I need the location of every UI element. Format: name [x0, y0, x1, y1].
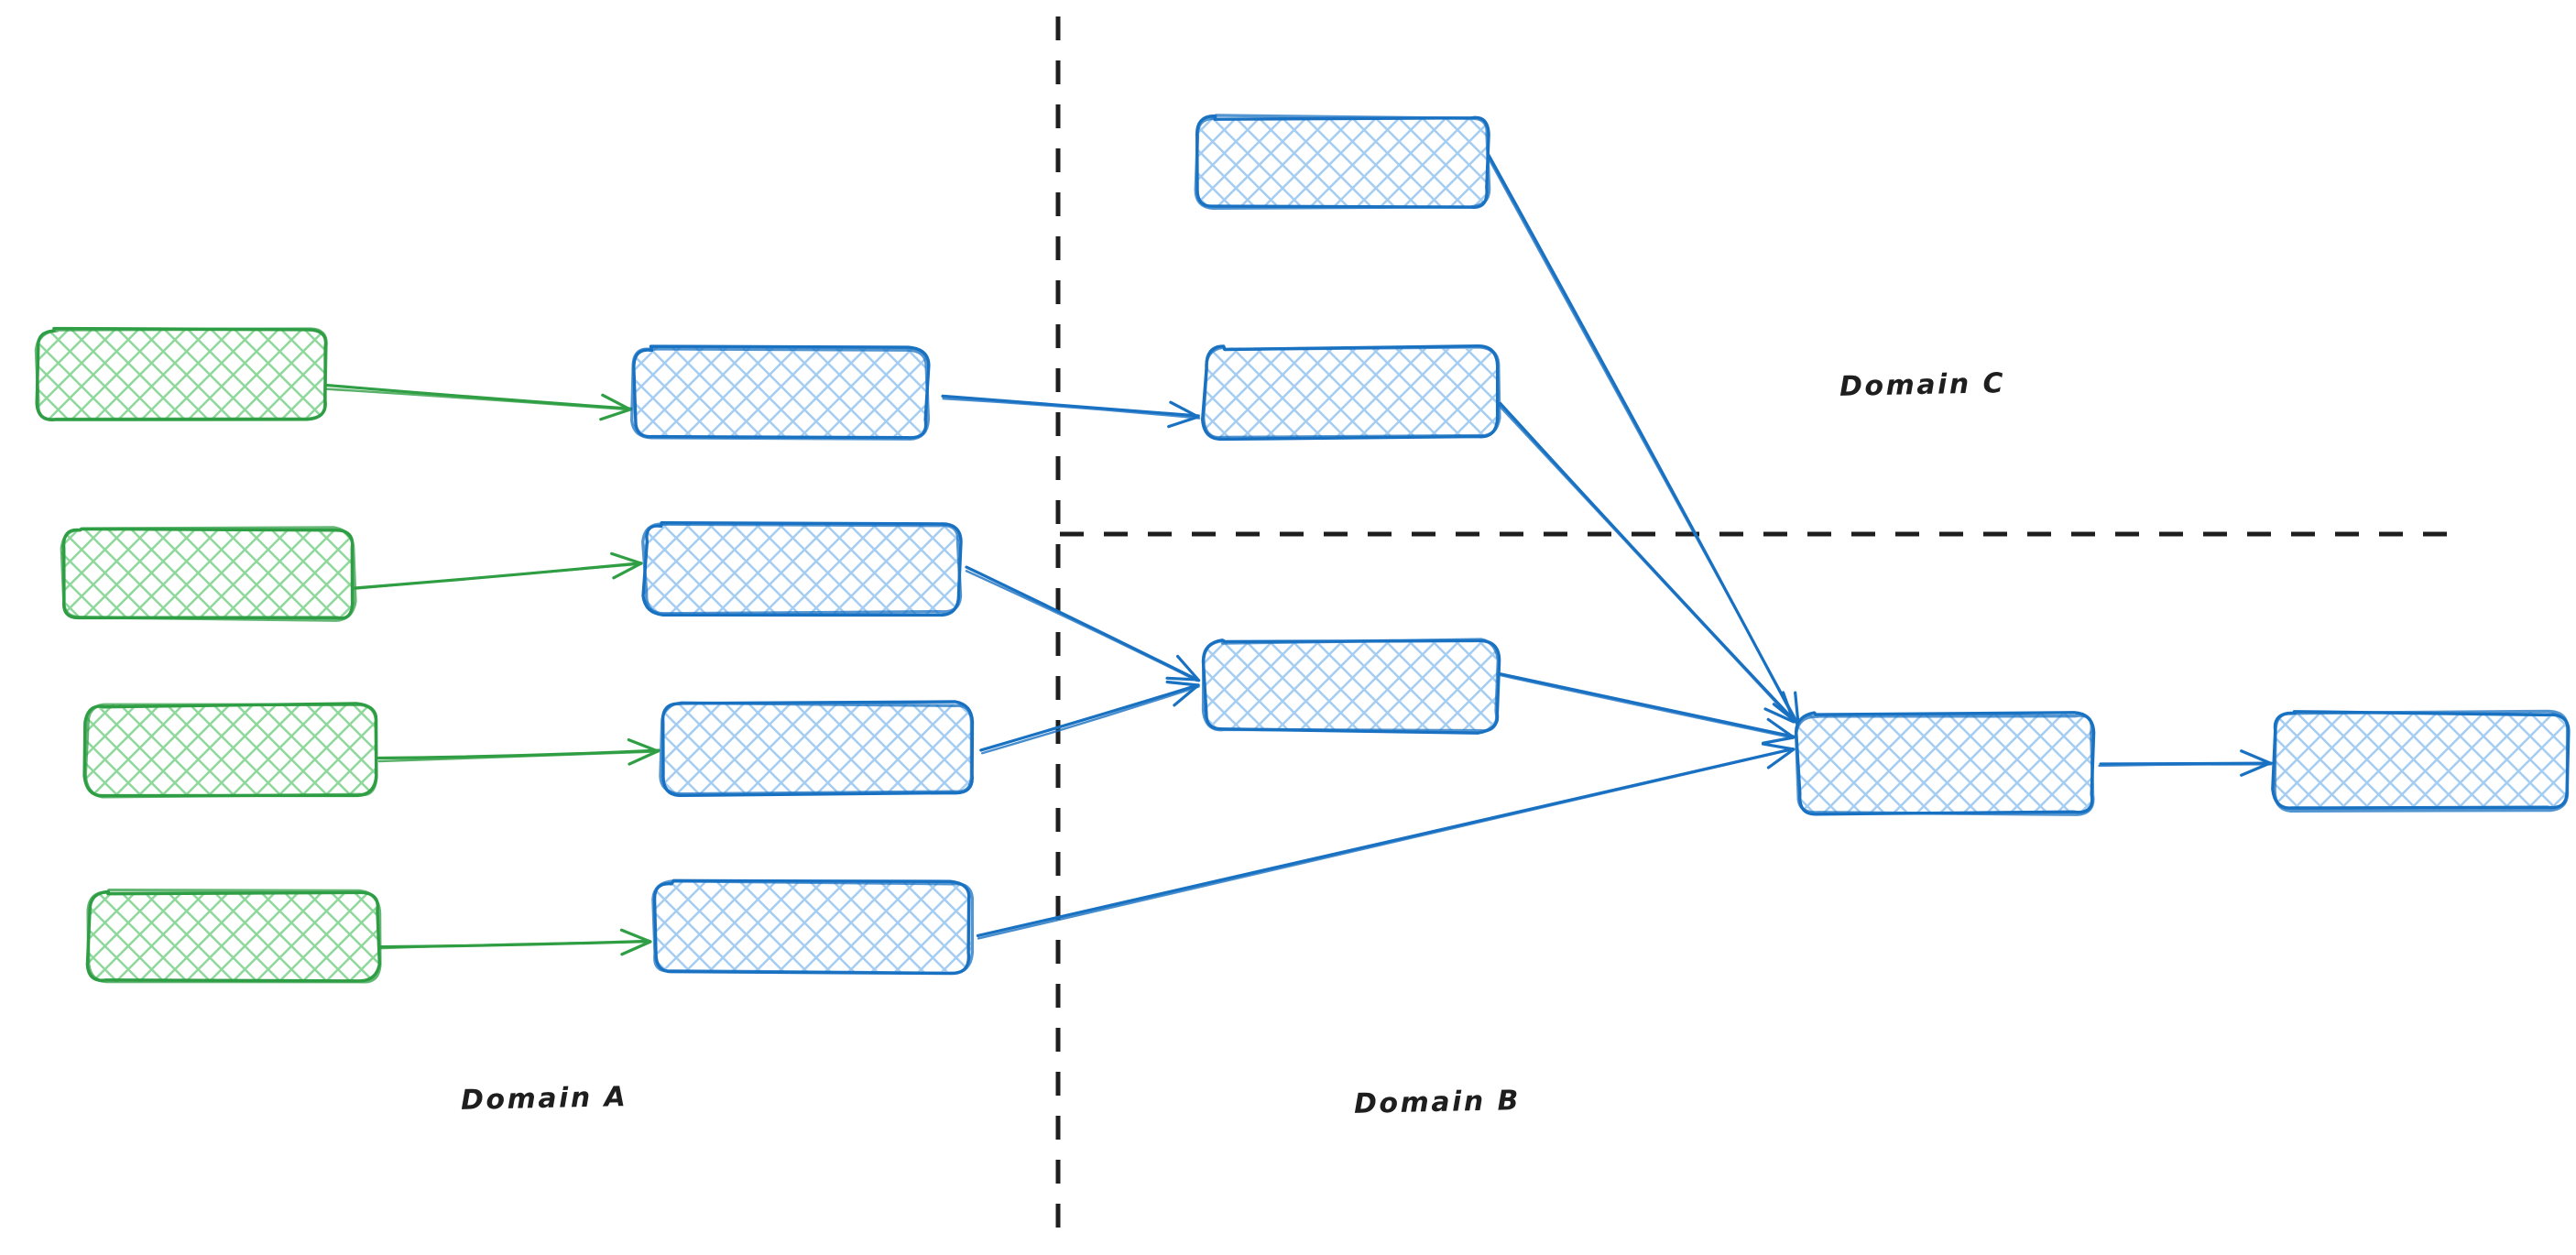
- node-outline: [1201, 345, 1501, 440]
- edge-line: [1499, 401, 1796, 723]
- node-fill: [85, 704, 377, 796]
- edge-e-m4-hub: [976, 742, 1796, 940]
- domain-a-label: Domain A: [460, 1081, 628, 1117]
- edge-arrowhead: [1761, 717, 1796, 745]
- edge-arrowhead: [619, 928, 652, 956]
- node-fill: [37, 329, 327, 420]
- node-outline: [86, 888, 382, 984]
- node-outline: [630, 347, 931, 441]
- edge-arrowhead: [599, 393, 632, 421]
- edge-line: [1497, 403, 1796, 724]
- node-a3[interactable]: [82, 702, 378, 799]
- edge-line: [379, 941, 651, 950]
- node-outline: [641, 522, 963, 616]
- edge-arrowhead: [1761, 742, 1796, 769]
- edge-e-b2-hub: [1498, 672, 1796, 745]
- node-outline: [659, 701, 974, 796]
- dividers-layer: [1055, 16, 2450, 1239]
- node-outline: [1201, 638, 1501, 733]
- node-outline: [60, 526, 357, 622]
- node-outline: [1194, 114, 1491, 210]
- node-outline: [2273, 709, 2570, 813]
- node-m1[interactable]: [630, 344, 931, 441]
- edge-e-a2-m2: [353, 551, 643, 590]
- node-fill: [660, 702, 974, 794]
- edge-line: [2098, 763, 2273, 768]
- edges-layer: [325, 153, 2273, 956]
- node-a1[interactable]: [34, 326, 328, 421]
- edge-arrowhead: [1165, 680, 1200, 707]
- edge-e-a1-m1: [325, 383, 633, 421]
- node-outline: [83, 703, 378, 799]
- edge-line: [1499, 672, 1796, 738]
- node-fill: [1204, 639, 1500, 731]
- edge-e-b1-hub: [1497, 401, 1796, 724]
- edge-line: [979, 683, 1200, 752]
- edge-arrowhead: [610, 551, 643, 580]
- node-fill: [652, 881, 972, 972]
- node-out[interactable]: [2271, 709, 2571, 813]
- node-fill: [88, 890, 379, 983]
- node-hub[interactable]: [1794, 711, 2096, 816]
- edge-line: [377, 750, 660, 763]
- nodes-layer: [34, 114, 2571, 984]
- edge-line: [941, 394, 1200, 418]
- node-outline: [1794, 714, 2095, 816]
- edge-line: [942, 398, 1201, 420]
- edge-line: [325, 387, 633, 411]
- edge-line: [980, 685, 1200, 755]
- node-outline: [651, 878, 974, 976]
- edge-line: [355, 562, 643, 590]
- edge-arrowhead: [1167, 400, 1200, 429]
- node-m3[interactable]: [659, 700, 975, 798]
- node-a2[interactable]: [60, 526, 357, 622]
- node-b2[interactable]: [1201, 638, 1501, 735]
- edge-line: [977, 748, 1796, 940]
- node-outline: [34, 327, 328, 421]
- edge-e-a3-m3: [377, 737, 660, 766]
- node-fill: [633, 347, 927, 439]
- node-outline: [641, 520, 963, 617]
- edge-arrowhead: [627, 737, 660, 766]
- node-b1[interactable]: [1201, 344, 1501, 442]
- edge-line: [325, 383, 633, 410]
- node-b0[interactable]: [1194, 114, 1491, 210]
- node-m2[interactable]: [641, 520, 963, 617]
- edge-arrowhead: [2240, 749, 2272, 777]
- node-fill: [1205, 347, 1500, 439]
- node-fill: [644, 523, 960, 615]
- edge-e-a4-m4: [378, 928, 652, 956]
- node-fill: [2274, 712, 2568, 810]
- node-m4[interactable]: [651, 878, 974, 976]
- node-fill: [1195, 116, 1489, 207]
- edge-e-hub-out: [2098, 749, 2273, 777]
- domain-b-label: Domain B: [1353, 1085, 1522, 1120]
- node-fill: [1796, 713, 2093, 813]
- domain-c-label: Domain C: [1839, 367, 2006, 403]
- edge-arrowhead: [1763, 691, 1796, 724]
- edge-e-m1-b1: [941, 394, 1201, 429]
- edge-e-m2-b2: [965, 565, 1201, 682]
- edge-e-m3-b2: [979, 680, 1200, 755]
- edge-line: [1498, 673, 1795, 739]
- node-a4[interactable]: [85, 888, 382, 984]
- edge-line: [1485, 154, 1800, 726]
- node-fill: [60, 529, 355, 620]
- edge-arrowhead: [1165, 654, 1200, 682]
- edge-line: [965, 570, 1198, 682]
